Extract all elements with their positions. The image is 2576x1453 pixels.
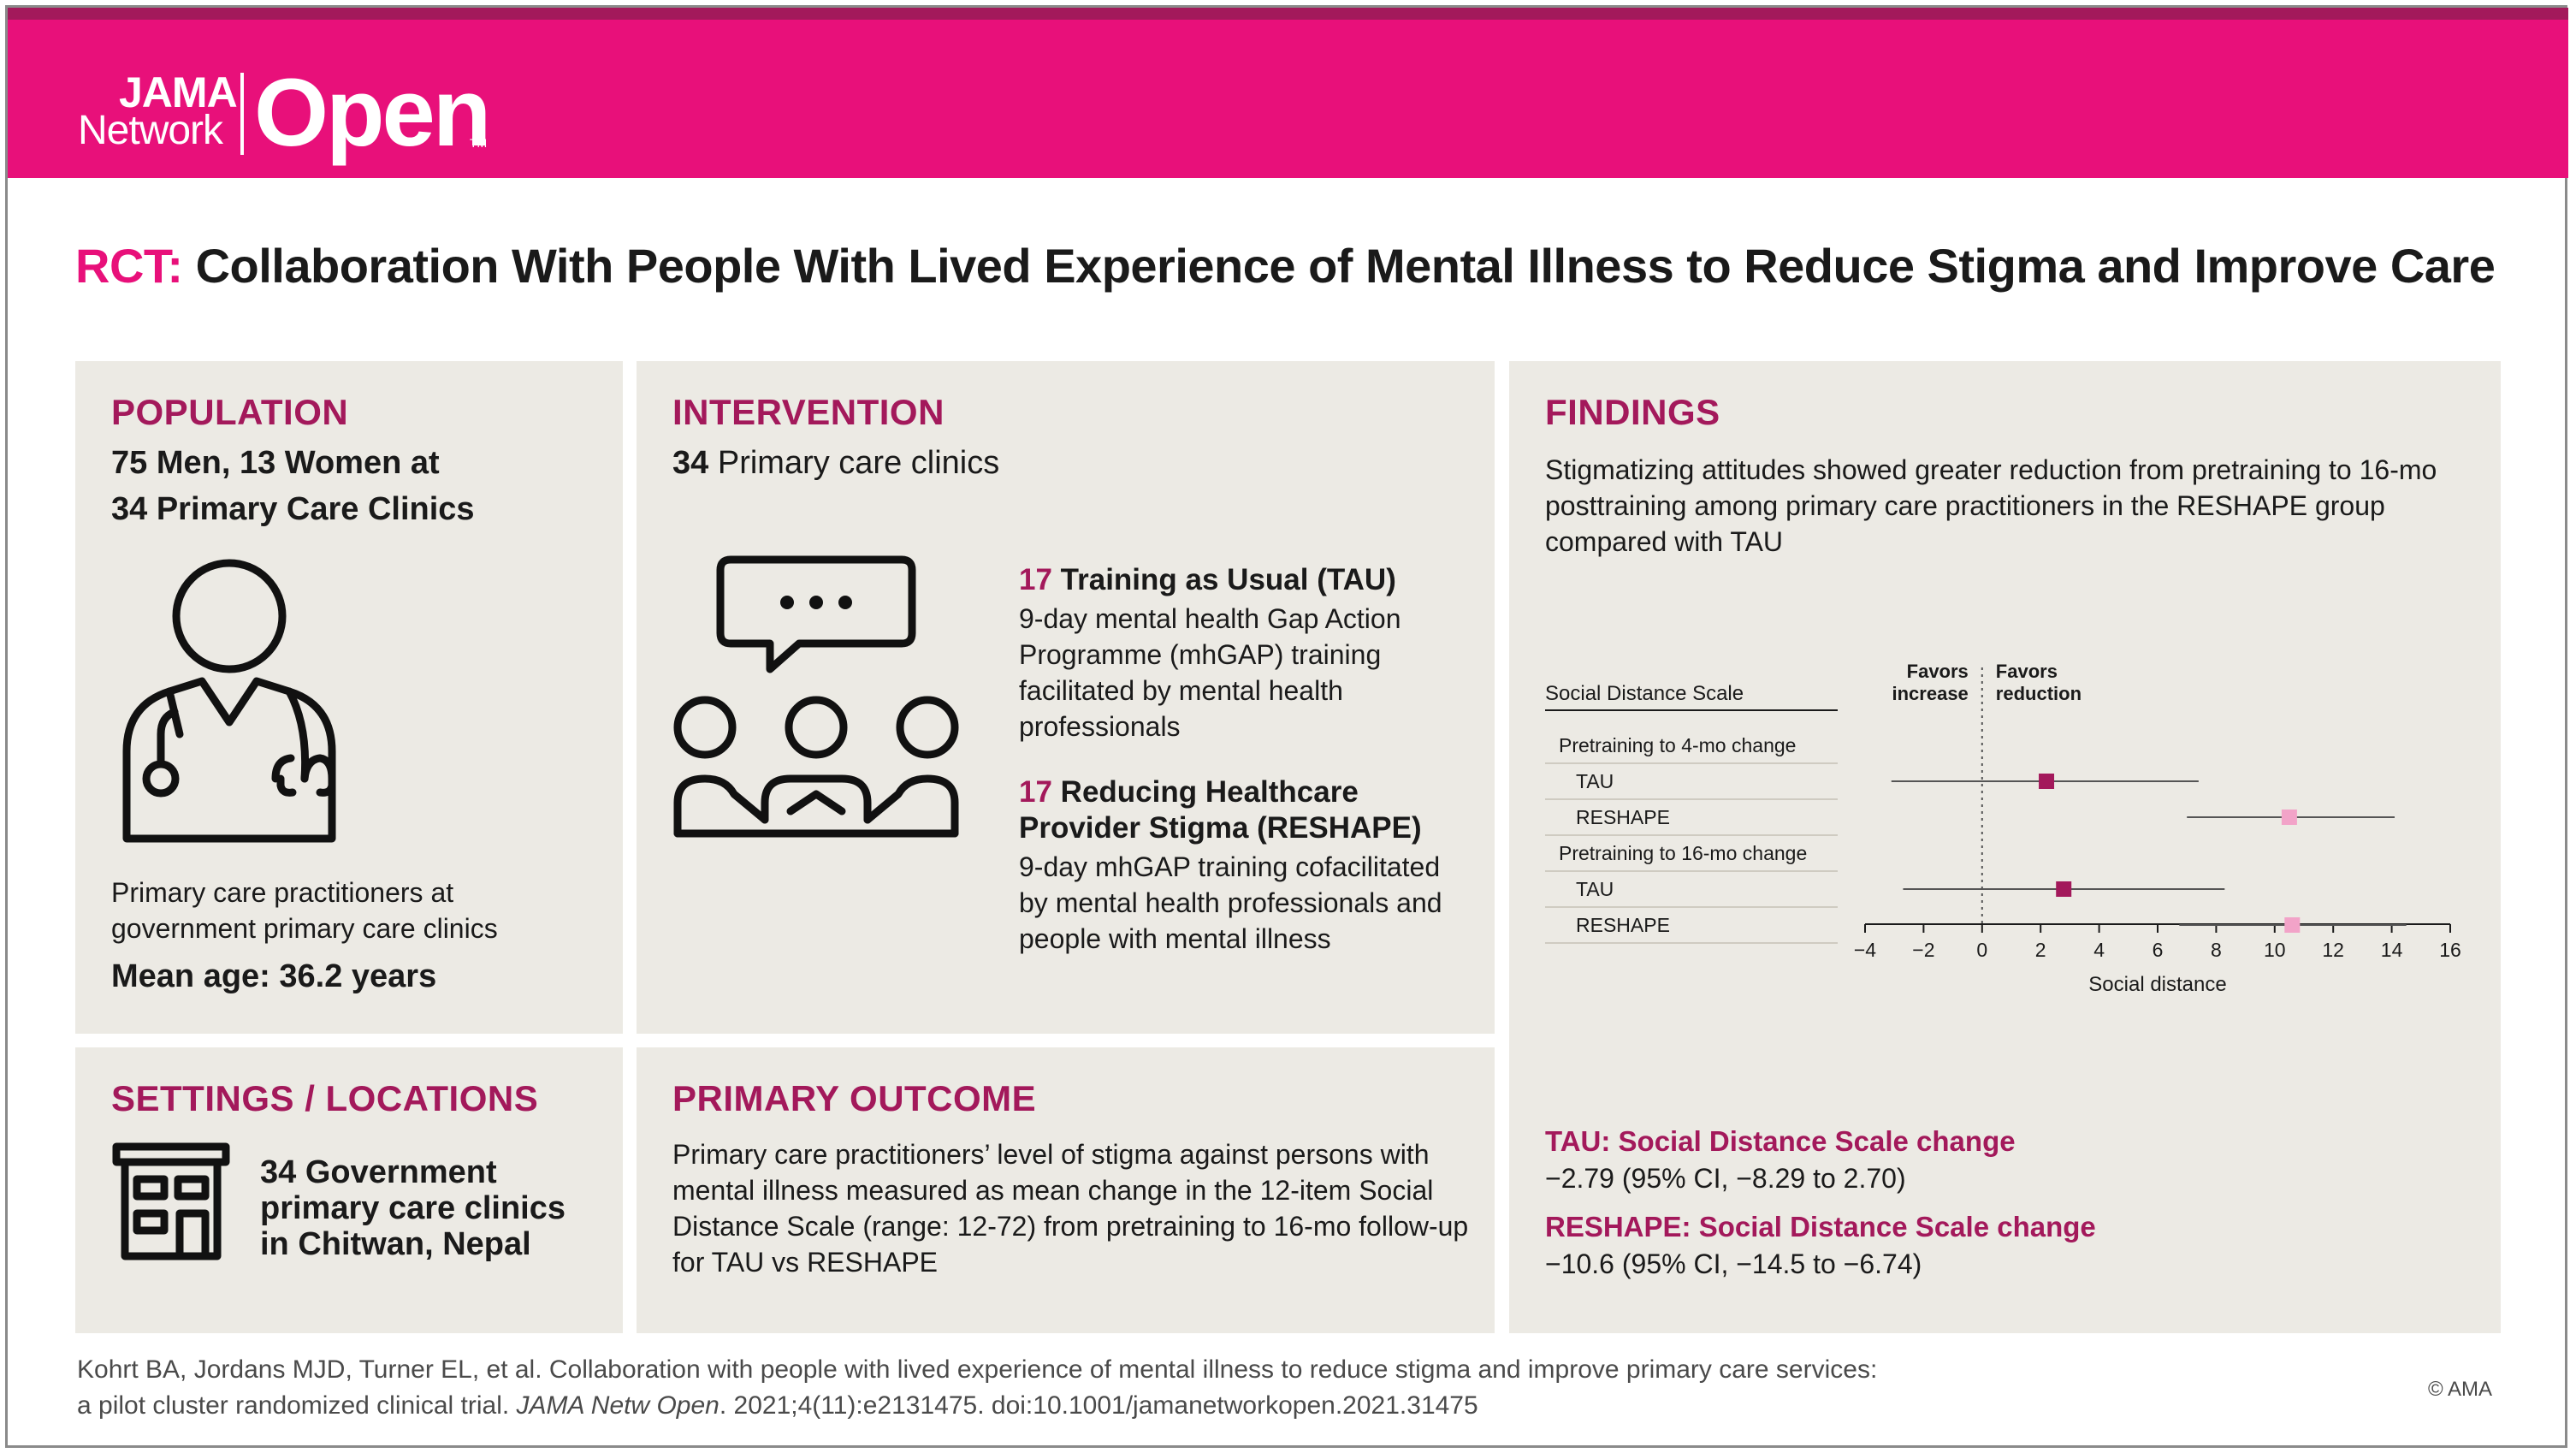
outcome-panel: PRIMARY OUTCOME Primary care practitione… [637, 1047, 1495, 1333]
point-estimate-tau [2039, 774, 2055, 789]
x-axis-title: Social distance [2088, 973, 2226, 996]
favors-reduction-line2: reduction [1996, 683, 2082, 704]
arm2-name-line2: Provider Stigma (RESHAPE) [1019, 811, 1422, 845]
outcome-heading: PRIMARY OUTCOME [672, 1078, 1037, 1118]
intervention-panel: INTERVENTION 34 Primary care clinics 17 … [637, 361, 1495, 1034]
citation-line2: a pilot cluster randomized clinical tria… [77, 1388, 1877, 1424]
favors-increase-line1: Favors [1907, 661, 1969, 682]
arm1-desc-2: Programme (mhGAP) training [1019, 639, 1382, 670]
intervention-count-label: Primary care clinics [717, 445, 1000, 481]
page-title: RCT: Collaboration With People With Live… [75, 238, 2496, 294]
building-icon [112, 1142, 230, 1260]
forest-plot: Social Distance ScaleFavorsincreaseFavor… [1545, 661, 2461, 996]
logo-jama: JAMA [119, 68, 238, 116]
x-tick-label: 12 [2322, 939, 2344, 961]
arm1-n: 17 [1019, 563, 1052, 596]
arm2-n: 17 [1019, 775, 1052, 809]
group-discussion-icon [673, 555, 959, 838]
reshape-result-value: −10.6 (95% CI, −14.5 to −6.74) [1545, 1248, 1922, 1279]
forest-row-label: RESHAPE [1576, 806, 1670, 828]
citation-line2b: . 2021;4(11):e2131475. doi:10.1001/jaman… [719, 1391, 1478, 1420]
point-estimate-reshape [2281, 810, 2297, 825]
x-tick-label: 10 [2264, 939, 2286, 961]
x-tick-label: −2 [1912, 939, 1934, 961]
population-desc1: Primary care practitioners at [111, 877, 454, 908]
findings-line3: compared with TAU [1545, 526, 1784, 557]
doctor-icon [122, 559, 336, 843]
favors-increase-line2: increase [1892, 683, 1969, 704]
x-tick-label: 16 [2439, 939, 2461, 961]
population-panel: POPULATION 75 Men, 13 Women at 34 Primar… [75, 361, 623, 1034]
settings-line3: in Chitwan, Nepal [260, 1226, 531, 1262]
arm2-desc-1: 9-day mhGAP training cofacilitated [1019, 851, 1441, 882]
point-estimate-reshape [2284, 917, 2301, 933]
tau-result-value: −2.79 (95% CI, −8.29 to 2.70) [1545, 1163, 1906, 1194]
arm1-desc-4: professionals [1019, 711, 1181, 742]
x-tick-label: 14 [2381, 939, 2403, 961]
header-top-line [8, 8, 2568, 20]
header-banner: JAMA Network Open TM [8, 8, 2568, 178]
forest-row-label: RESHAPE [1576, 914, 1670, 936]
reshape-result-label: RESHAPE: Social Distance Scale change [1545, 1211, 2096, 1242]
citation-line2a: a pilot cluster randomized clinical tria… [77, 1391, 517, 1420]
copyright: © AMA [2428, 1378, 2493, 1401]
arm1-title: 17 Training as Usual (TAU) [1019, 560, 1396, 601]
outcome-line2: mental illness measured as mean change i… [672, 1175, 1434, 1206]
settings-panel: SETTINGS / LOCATIONS 34 Government prima… [75, 1047, 623, 1333]
title-text: Collaboration With People With Lived Exp… [195, 239, 2496, 293]
forest-group-label: Pretraining to 4-mo change [1559, 734, 1796, 756]
arm2-desc-3: people with mental illness [1019, 923, 1331, 954]
population-desc2: government primary care clinics [111, 913, 498, 944]
arm2-title: 17 Reducing Healthcare [1019, 772, 1359, 813]
arm1-desc-1: 9-day mental health Gap Action [1019, 603, 1401, 634]
arm2-desc-2: by mental health professionals and [1019, 887, 1442, 918]
intervention-count-line: 34 Primary care clinics [672, 440, 999, 486]
x-tick-label: 4 [2093, 939, 2105, 961]
logo-tm: TM [470, 136, 488, 150]
arm1-name: Training as Usual (TAU) [1060, 563, 1396, 596]
logo-open: Open [254, 59, 491, 166]
point-estimate-tau [2056, 881, 2072, 897]
citation-line1: Kohrt BA, Jordans MJD, Turner EL, et al.… [77, 1355, 1878, 1384]
settings-heading: SETTINGS / LOCATIONS [111, 1078, 539, 1118]
x-tick-label: 8 [2211, 939, 2222, 961]
citation: Kohrt BA, Jordans MJD, Turner EL, et al.… [77, 1352, 1877, 1424]
findings-line2: posttraining among primary care practiti… [1545, 490, 2385, 521]
forest-row-label: TAU [1576, 878, 1614, 900]
arm2-name: Reducing Healthcare [1060, 775, 1359, 809]
logo-network: Network [78, 108, 223, 153]
citation-journal: JAMA Netw Open [516, 1391, 720, 1420]
population-line1: 75 Men, 13 Women at [111, 445, 440, 481]
outcome-line1: Primary care practitioners’ level of sti… [672, 1139, 1430, 1170]
population-heading: POPULATION [111, 392, 349, 432]
findings-panel: FINDINGS Stigmatizing attitudes showed g… [1509, 361, 2501, 1333]
intervention-count: 34 [672, 445, 709, 481]
title-prefix: RCT: [75, 239, 183, 293]
findings-line1: Stigmatizing attitudes showed greater re… [1545, 454, 2437, 485]
outcome-line3: Distance Scale (range: 12-72) from pretr… [672, 1211, 1469, 1242]
intervention-heading: INTERVENTION [672, 392, 945, 432]
arm1-desc-3: facilitated by mental health [1019, 675, 1343, 706]
forest-group-label: Pretraining to 16-mo change [1559, 842, 1807, 864]
population-mean-age: Mean age: 36.2 years [111, 958, 437, 994]
x-tick-label: 6 [2153, 939, 2164, 961]
logo-separator [240, 73, 244, 155]
outcome-line4: for TAU vs RESHAPE [672, 1247, 938, 1278]
favors-reduction-line1: Favors [1996, 661, 2058, 682]
tau-result-label: TAU: Social Distance Scale change [1545, 1125, 2016, 1157]
x-tick-label: −4 [1854, 939, 1876, 961]
settings-line2: primary care clinics [260, 1190, 566, 1226]
findings-heading: FINDINGS [1545, 392, 1720, 432]
forest-table-header: Social Distance Scale [1545, 682, 1744, 705]
settings-line1: 34 Government [260, 1154, 497, 1190]
x-tick-label: 0 [1976, 939, 1987, 961]
forest-row-label: TAU [1576, 770, 1614, 792]
x-tick-label: 2 [2035, 939, 2046, 961]
population-line2: 34 Primary Care Clinics [111, 491, 475, 527]
